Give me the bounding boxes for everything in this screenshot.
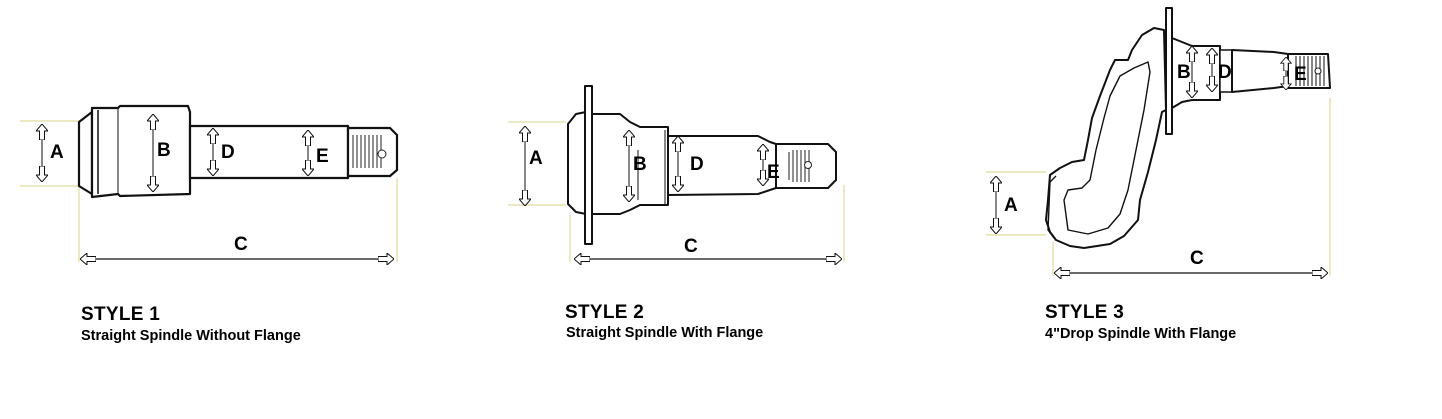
dimension-d-arrow — [1206, 48, 1218, 92]
spindle-body — [1045, 7, 1331, 249]
style-2-title: STYLE 2 — [565, 302, 645, 323]
dimension-c-arrow — [1054, 267, 1328, 279]
dimension-e-arrow — [757, 144, 769, 186]
dimension-b-label: B — [1177, 62, 1191, 83]
dimension-b-label: B — [633, 154, 647, 175]
thread-lines — [352, 135, 387, 168]
dimension-d-label: D — [221, 142, 235, 163]
style-1-spindle-drawing — [20, 104, 399, 265]
style-3-spindle-drawing — [986, 7, 1331, 279]
spindle-body — [77, 104, 399, 199]
dimension-a-arrow — [990, 176, 1002, 234]
dimension-b-arrow — [623, 130, 635, 202]
dimension-a-label: A — [1004, 195, 1018, 216]
dimension-d-arrow — [207, 128, 219, 176]
style-3-title: STYLE 3 — [1045, 302, 1125, 323]
style-1-title: STYLE 1 — [81, 304, 161, 325]
dimension-a-label: A — [529, 148, 543, 169]
dimension-d-label: D — [690, 154, 704, 175]
dimension-e-arrow — [1280, 57, 1292, 90]
dimension-a-arrow — [519, 126, 531, 206]
dimension-d-arrow — [672, 136, 684, 192]
dimension-b-label: B — [157, 140, 171, 161]
dimension-e-label: E — [316, 146, 329, 167]
dimension-c-label: C — [234, 234, 248, 255]
extension-lines — [986, 98, 1331, 276]
style-1-panel: A B D E C STYLE 1 Straight Spindle Witho… — [0, 0, 440, 419]
dimension-c-label: C — [684, 236, 698, 257]
dimension-e-label: E — [767, 162, 780, 183]
extension-lines — [20, 120, 398, 262]
dimension-b-arrow — [147, 114, 159, 192]
dimension-e-label: E — [1294, 64, 1307, 85]
dimension-d-label: D — [1218, 62, 1232, 83]
extension-lines — [508, 121, 845, 262]
style-3-panel: A B D E C STYLE 3 4"Drop Spindle With Fl… — [960, 0, 1380, 419]
dimension-c-label: C — [1190, 248, 1204, 269]
style-3-subtitle: 4"Drop Spindle With Flange — [1045, 326, 1237, 342]
style-2-panel: A B D E C STYLE 2 Straight Spindle With … — [480, 0, 900, 419]
style-2-spindle-drawing — [508, 85, 845, 265]
style-1-subtitle: Straight Spindle Without Flange — [81, 328, 301, 344]
style-2-subtitle: Straight Spindle With Flange — [566, 325, 764, 341]
dimension-e-arrow — [302, 130, 314, 176]
thread-lines — [788, 150, 812, 182]
dimension-b-arrow — [1186, 46, 1198, 98]
dimension-a-label: A — [50, 142, 64, 163]
dimension-c-arrow — [80, 253, 394, 265]
dimension-a-arrow — [36, 124, 48, 182]
thread-lines — [1295, 56, 1325, 86]
dimension-c-arrow — [574, 253, 842, 265]
